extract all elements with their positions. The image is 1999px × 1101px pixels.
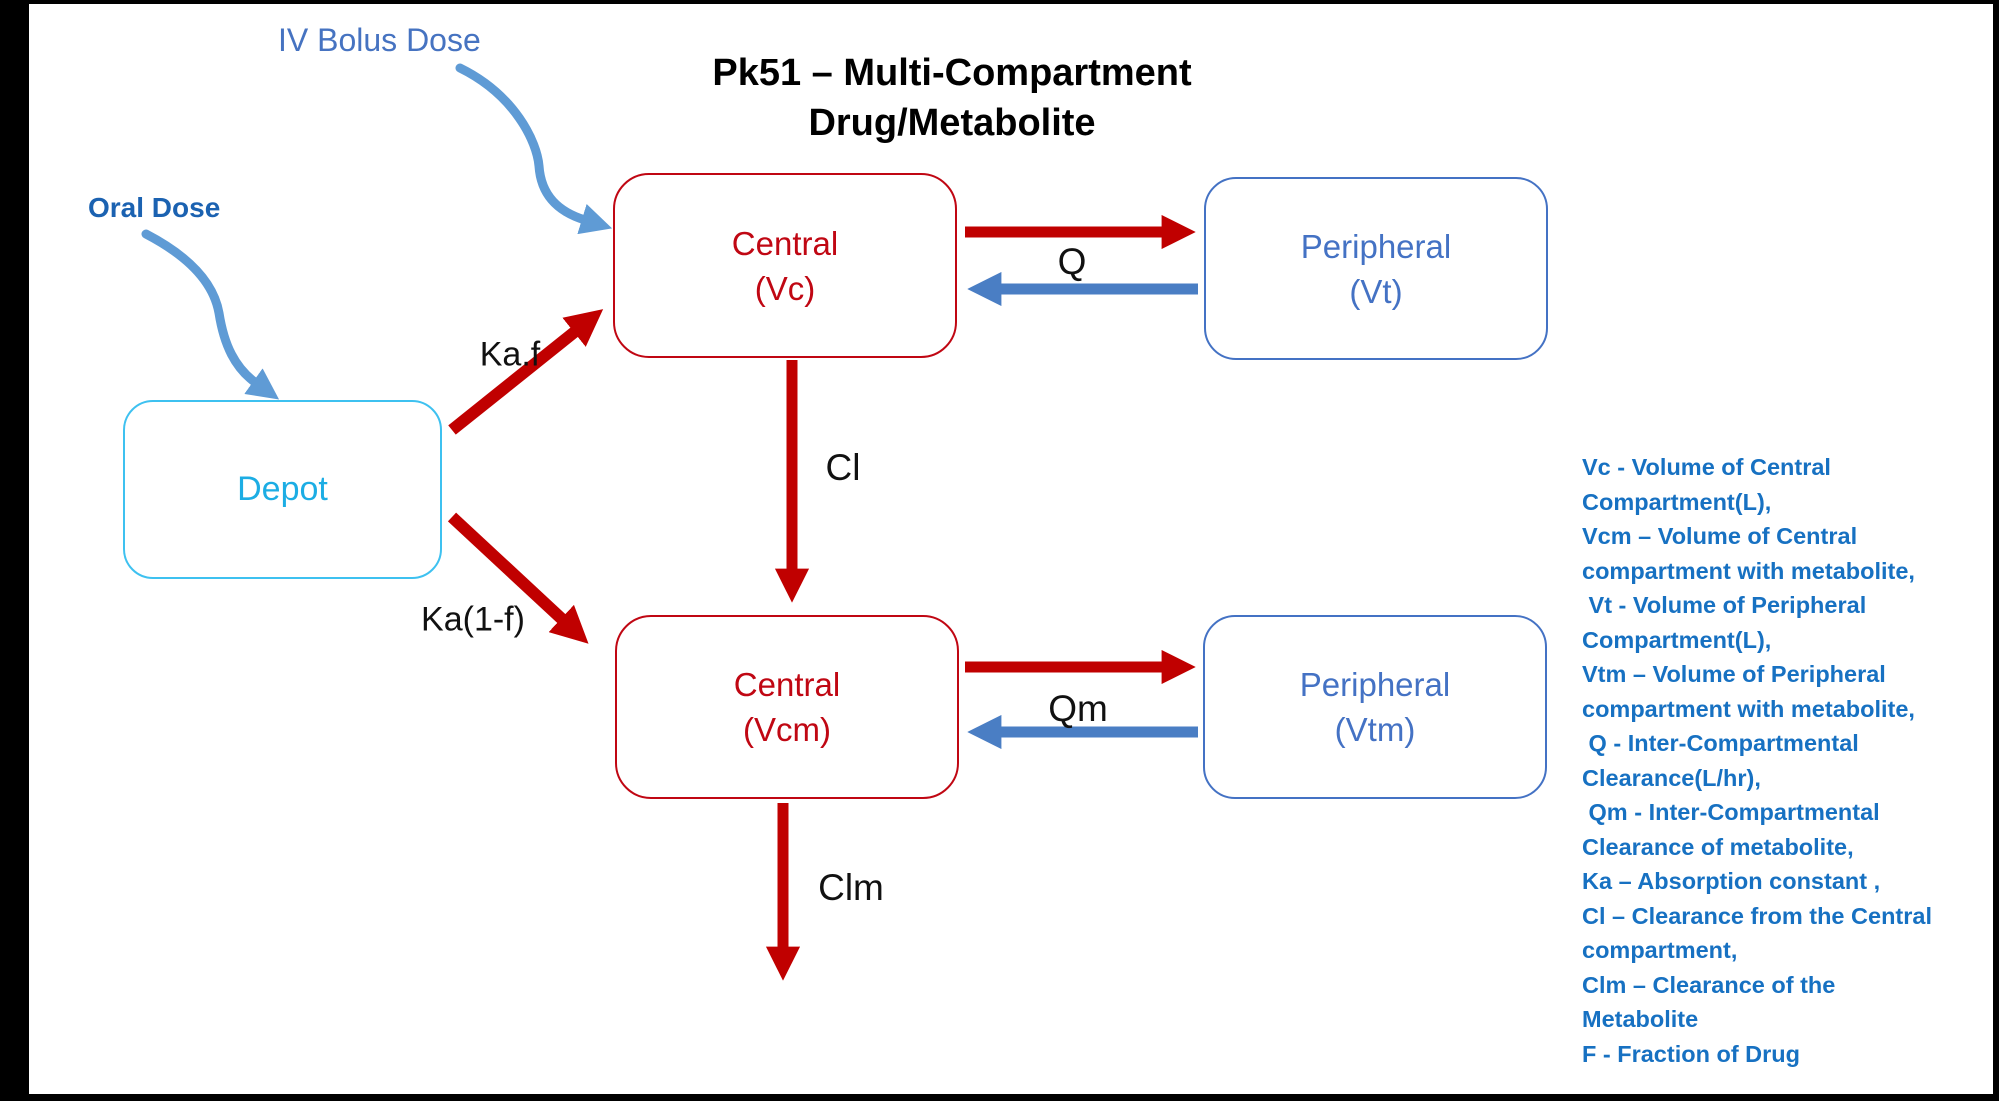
legend-line: Cl – Clearance from the Central: [1582, 902, 1932, 929]
legend-line: compartment with metabolite,: [1582, 557, 1915, 584]
peripheral-vtm-compartment-box: Peripheral (Vtm): [1203, 615, 1547, 799]
depot-label: Depot: [237, 470, 328, 508]
arrow-ka-f: [448, 309, 604, 435]
oral-dose-curved-arrow: [141, 229, 280, 400]
legend-line: Metabolite: [1582, 1006, 1699, 1032]
legend-line: Qm - Inter-Compartmental: [1582, 799, 1880, 825]
legend-line: Vtm – Volume of Peripheral: [1582, 661, 1886, 687]
ka-1f-arrow-label: Ka(1-f): [421, 600, 525, 639]
central-vcm-label-line1: Central: [733, 666, 841, 703]
peripheral-vt-compartment-box: Peripheral (Vt): [1204, 177, 1548, 360]
legend-line: compartment,: [1582, 937, 1738, 963]
legend-line: Compartment(L),: [1582, 488, 1772, 515]
cl-arrow-label: Cl: [825, 447, 861, 488]
legend-line: Vc - Volume of Central: [1582, 454, 1831, 480]
diagram-arrows: [141, 63, 1198, 981]
peripheral-vt-label-line1: Peripheral: [1300, 227, 1452, 265]
qm-arrow-label: Qm: [1048, 688, 1108, 729]
legend-line: Vcm – Volume of Central: [1582, 523, 1858, 549]
legend-line: Vt - Volume of Peripheral: [1582, 592, 1867, 618]
depot-compartment-box: Depot: [123, 400, 442, 579]
legend-line: Clearance(L/hr),: [1582, 764, 1761, 791]
legend-line: F - Fraction of Drug: [1582, 1040, 1801, 1067]
legend-line: Clm – Clearance of the: [1582, 971, 1836, 998]
diagram-title: Pk51 – Multi-Compartment Drug/Metabolite: [642, 48, 1262, 148]
diagram-title-line2: Drug/Metabolite: [808, 102, 1096, 144]
peripheral-vtm-label-line2: (Vtm): [1334, 711, 1416, 748]
ka-f-arrow-label: Ka.f: [479, 335, 541, 374]
legend-line: Clearance of metabolite,: [1582, 833, 1854, 860]
iv-bolus-curved-arrow: [455, 63, 613, 235]
diagram-canvas: Pk51 – Multi-Compartment Drug/Metabolite…: [29, 4, 1993, 1094]
diagram-title-line1: Pk51 – Multi-Compartment: [712, 52, 1192, 94]
q-arrow-label: Q: [1057, 241, 1087, 282]
clm-arrow-label: Clm: [818, 867, 884, 908]
central-vc-label-line1: Central: [731, 224, 839, 262]
legend-line: Compartment(L),: [1582, 626, 1772, 653]
central-vc-label-line2: (Vc): [754, 269, 816, 307]
legend-text-block: Vc - Volume of Central Compartment(L), V…: [1582, 450, 1982, 1071]
legend-line: compartment with metabolite,: [1582, 695, 1915, 722]
oral-dose-label: Oral Dose: [88, 192, 221, 223]
legend-line: Q - Inter-Compartmental: [1582, 730, 1859, 756]
iv-bolus-dose-label: IV Bolus Dose: [278, 22, 481, 58]
arrow-ka-1f: [447, 512, 589, 644]
central-vc-compartment-box: Central (Vc): [613, 173, 957, 358]
central-vcm-label-line2: (Vcm): [743, 711, 831, 748]
central-vcm-compartment-box: Central (Vcm): [615, 615, 959, 799]
legend-line: Ka – Absorption constant ,: [1582, 868, 1881, 894]
peripheral-vtm-label-line1: Peripheral: [1299, 666, 1451, 703]
peripheral-vt-label-line2: (Vt): [1349, 272, 1403, 310]
